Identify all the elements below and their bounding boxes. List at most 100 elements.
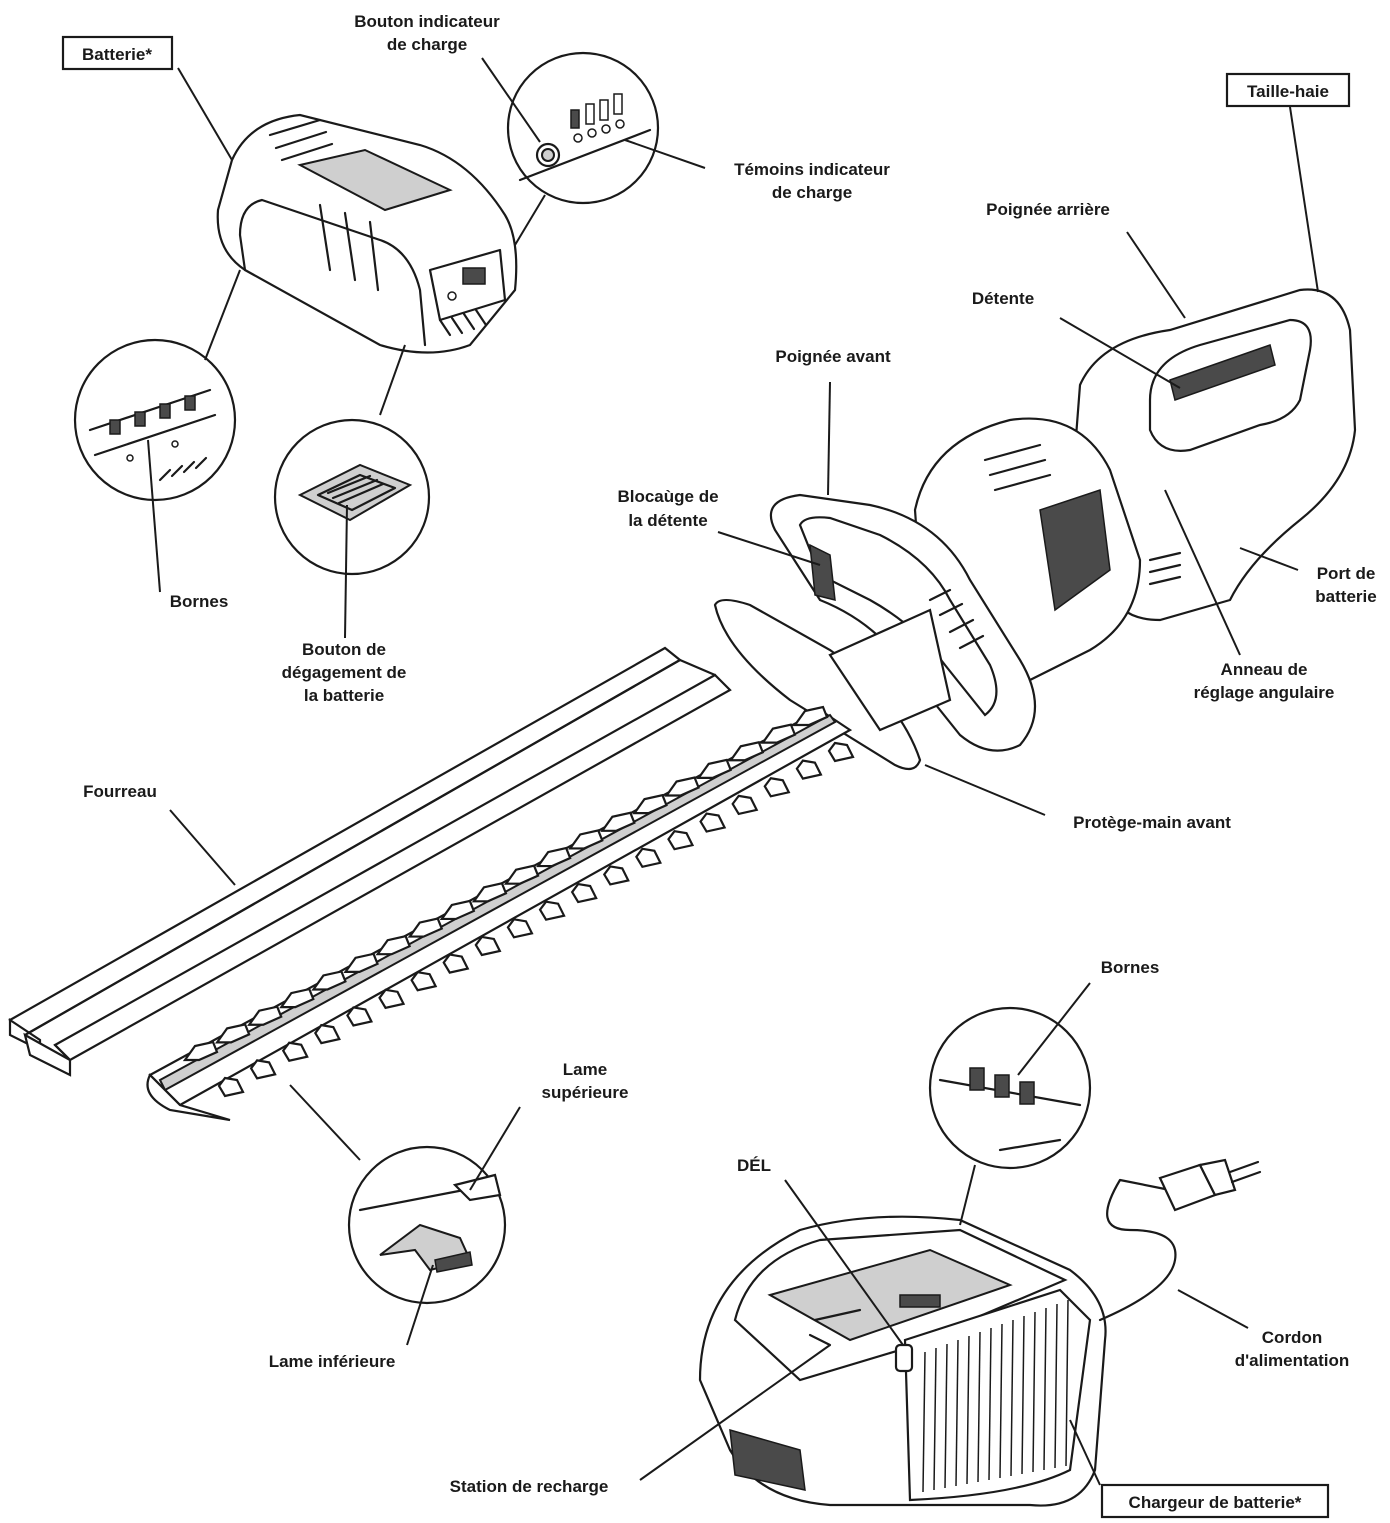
upper-blade-label-1: Lame: [563, 1060, 607, 1079]
blade-tooth: [378, 988, 406, 1010]
charger-grille: [922, 1299, 1069, 1493]
blade-tooth: [827, 741, 855, 763]
labels: Batterie* Bouton indicateur de charge Té…: [61, 12, 1377, 1519]
upper-blade-label-2: supérieure: [542, 1083, 629, 1102]
zoom-battery-release: [273, 418, 431, 576]
charge-button-label-1: Bouton indicateur: [354, 12, 500, 31]
angle-ring-label-2: réglage angulaire: [1194, 683, 1335, 702]
blade-tooth: [635, 847, 662, 869]
blade-tooth: [570, 882, 598, 904]
grille-slat: [1032, 1311, 1036, 1473]
power-cord-label-2: d'alimentation: [1235, 1351, 1350, 1370]
blade-tooth: [602, 865, 630, 886]
blade-tooth: [763, 777, 791, 798]
battery-charger: [698, 1158, 1262, 1507]
blade-tooth: [311, 970, 347, 991]
blade-tooth: [731, 794, 759, 816]
grille-slat: [1043, 1307, 1047, 1471]
grille-slat: [988, 1327, 992, 1481]
led-label: DÉL: [737, 1156, 771, 1175]
blade-tooth: [375, 934, 412, 956]
grille-slat: [1021, 1315, 1025, 1475]
battery-release-label-3: la batterie: [304, 686, 384, 705]
front-handle-label: Poignée avant: [775, 347, 891, 366]
blade-tooth: [247, 1005, 283, 1026]
charger-terminals-label: Bornes: [1101, 958, 1160, 977]
zoom-charger-terminals: [928, 1006, 1092, 1170]
battery-release-label-2: dégagement de: [282, 663, 407, 682]
battery-charger-label-box: [1100, 1483, 1330, 1519]
battery-port-label-1: Port de: [1317, 564, 1376, 583]
trigger-lock-label-2: la détente: [628, 511, 707, 530]
charge-leds-label-1: Témoins indicateur: [734, 160, 890, 179]
blade-tooth: [664, 776, 700, 797]
battery-label: Batterie*: [82, 45, 152, 64]
zoom-battery-terminals: [73, 338, 237, 502]
blade-tooth: [538, 900, 566, 921]
blade-tooth: [503, 864, 540, 885]
blade-tooth: [632, 793, 668, 815]
blade-tooth: [439, 899, 476, 921]
battery-pack: [216, 113, 518, 354]
front-guard-label: Protège-main avant: [1073, 813, 1231, 832]
grille-slat: [1054, 1303, 1058, 1469]
hedge-trimmer-label-box: [1225, 72, 1351, 108]
grille-slat: [977, 1331, 981, 1483]
blade-tooth: [182, 1040, 219, 1062]
battery-charger-label: Chargeur de batterie*: [1129, 1493, 1302, 1512]
blade-tooth: [792, 705, 829, 727]
lower-blade-label: Lame inférieure: [269, 1352, 396, 1371]
grille-slat: [1065, 1299, 1069, 1467]
blade-tooth: [249, 1059, 277, 1080]
battery-label-box: [61, 35, 174, 71]
grille-slat: [955, 1339, 959, 1487]
grille-slat: [999, 1323, 1003, 1479]
sheath: [8, 646, 732, 1077]
blade-assembly: [146, 705, 855, 1122]
blade-tooth: [281, 1041, 309, 1062]
blade-tooth: [407, 917, 444, 938]
blade-tooth: [795, 759, 823, 780]
blade-tooth: [442, 953, 470, 974]
blade-tooth: [506, 918, 534, 939]
blade-tooth: [343, 952, 379, 973]
blade-tooth: [214, 1023, 251, 1044]
trigger-label: Détente: [972, 289, 1034, 308]
charging-station-label: Station de recharge: [450, 1477, 609, 1496]
battery-port-label-2: batterie: [1315, 587, 1376, 606]
zoom-blades: [347, 1145, 507, 1305]
battery-terminals-label: Bornes: [170, 592, 229, 611]
blade-tooth: [410, 971, 438, 992]
grille-slat: [1010, 1319, 1014, 1477]
blade-tooth: [667, 829, 695, 851]
grille-slat: [944, 1343, 948, 1489]
blade-tooth: [471, 882, 508, 903]
blade-tooth: [217, 1076, 245, 1098]
zoom-charge-indicator: [506, 51, 660, 205]
blade-tooth: [536, 846, 572, 868]
hedge-trimmer: [713, 288, 1357, 771]
grille-slat: [933, 1347, 937, 1491]
blade-tooth: [600, 811, 636, 832]
blade-tooth: [696, 758, 733, 779]
blade-tooth: [568, 829, 604, 850]
blade-teeth: [182, 705, 855, 1098]
blade-tooth: [474, 935, 502, 957]
grille-slat: [966, 1335, 970, 1485]
grille-slat: [922, 1351, 926, 1493]
blade-tooth: [760, 723, 797, 744]
blade-tooth: [728, 740, 765, 762]
sheath-label: Fourreau: [83, 782, 157, 801]
trigger-lock-label-1: Blocaùge de: [617, 487, 718, 506]
charge-button-label-2: de charge: [387, 35, 467, 54]
battery-release-label-1: Bouton de: [302, 640, 386, 659]
power-cord-label-1: Cordon: [1262, 1328, 1322, 1347]
hedge-trimmer-label: Taille-haie: [1247, 82, 1329, 101]
charge-leds-label-2: de charge: [772, 183, 852, 202]
blade-tooth: [279, 987, 315, 1009]
angle-ring-label-1: Anneau de: [1221, 660, 1308, 679]
leader-lines: [147, 57, 1319, 1486]
rear-handle-label: Poignée arrière: [986, 200, 1110, 219]
blade-tooth: [313, 1023, 341, 1045]
